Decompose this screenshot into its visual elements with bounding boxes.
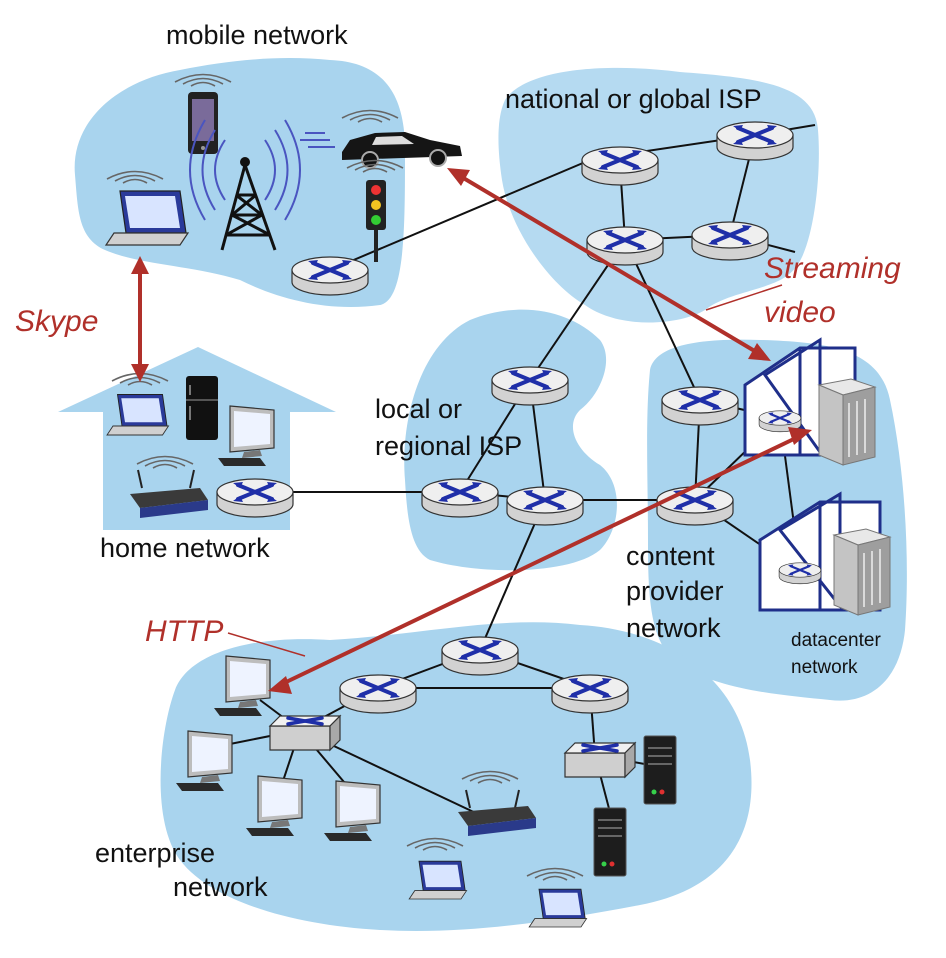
app-arrows [131, 168, 812, 694]
mobile-network-label: mobile network [166, 20, 348, 50]
router-icon [420, 477, 500, 519]
router-icon [580, 145, 660, 187]
router-icon [490, 365, 570, 407]
refrigerator-icon [186, 376, 218, 440]
router-icon [550, 673, 630, 715]
traffic-light-icon [346, 159, 404, 262]
server-icon [593, 807, 627, 877]
router-icon [440, 635, 520, 677]
content-provider-label-line2: provider [626, 576, 724, 606]
server-icon [643, 735, 677, 805]
router-icon [778, 561, 823, 585]
router-icon [660, 385, 740, 427]
wifi-router-icon [130, 455, 208, 518]
router-icon [715, 120, 795, 162]
streaming-leader-line [705, 284, 783, 311]
skype-arrow [131, 256, 149, 382]
switch-icon [563, 741, 637, 779]
content-provider-label-line1: content [626, 541, 715, 571]
router-icon [338, 673, 418, 715]
router-icon [215, 477, 295, 519]
server-icon [833, 528, 891, 616]
home-network-label: home network [100, 533, 270, 563]
http-label: HTTP [145, 615, 223, 648]
router-icon [505, 485, 585, 527]
content-provider-label-line3: network [626, 613, 721, 643]
cell-tower-icon [189, 119, 301, 251]
wifi-router-icon [458, 770, 536, 836]
router-icon [290, 255, 370, 297]
enterprise-label-line1: enterprise [95, 838, 215, 868]
server-icon [818, 378, 876, 466]
http-arrow [268, 427, 812, 694]
http-leader-line [227, 632, 306, 657]
skype-label: Skype [15, 305, 98, 338]
national-isp-label: national or global ISP [505, 84, 762, 114]
local-isp-label-line2: regional ISP [375, 431, 522, 461]
router-icon [655, 485, 735, 527]
enterprise-label-line2: network [173, 872, 268, 902]
streaming-label-line2: video [764, 296, 836, 329]
datacenter-label-line2: network [791, 657, 858, 678]
datacenter-label-line1: datacenter [791, 630, 881, 651]
router-icon [690, 220, 770, 262]
switch-icon [268, 714, 342, 752]
streaming-label-line1: Streaming [764, 252, 901, 285]
streaming-arrow [447, 168, 771, 361]
local-isp-label-line1: local or [375, 394, 462, 424]
